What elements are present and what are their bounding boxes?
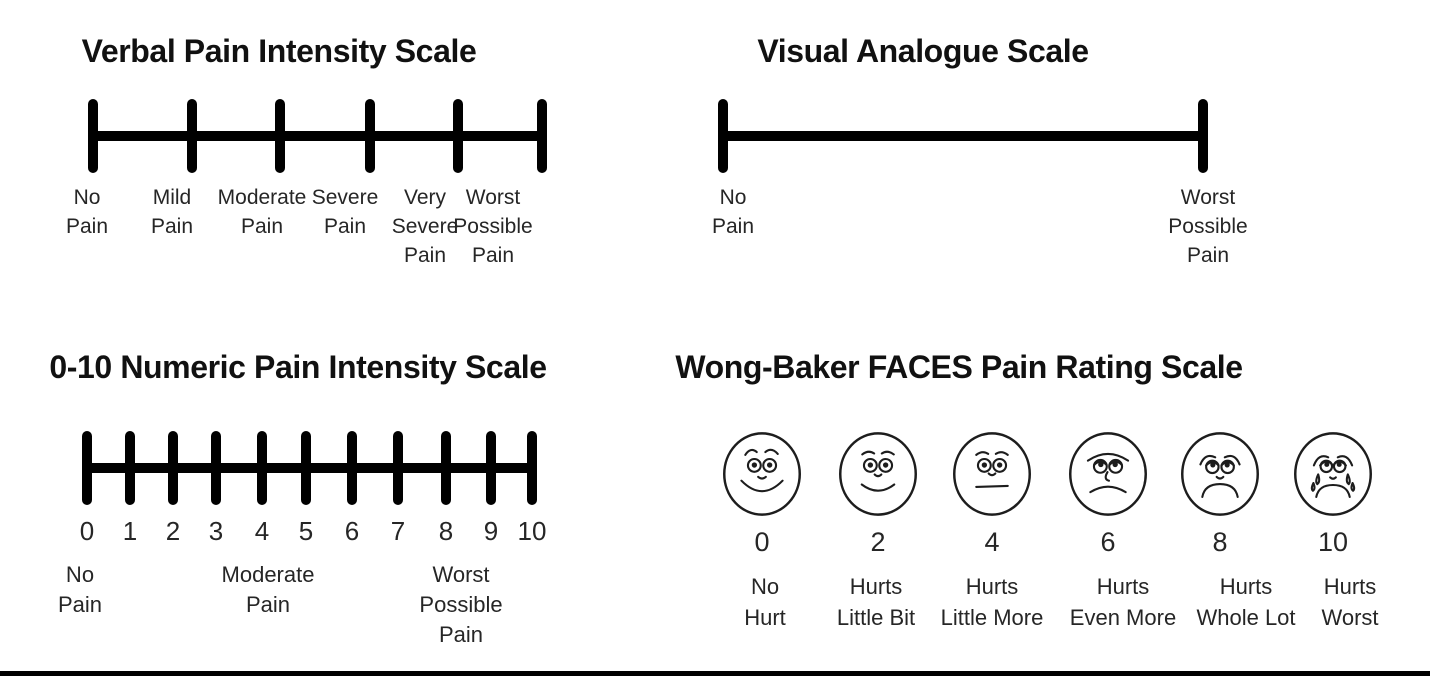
wong-value-2: 2 [870,527,886,557]
face-0-no-hurt-icon [719,428,805,520]
numeric-label-no-pain: No Pain [57,562,103,617]
wong-label-hurts-little-more: Hurts Little More [940,574,1044,630]
verbal-tick-5 [453,99,463,173]
numeric-scale-title: 0-10 Numeric Pain Intensity Scale [49,349,547,385]
face-6-hurts-even-more-icon [1065,428,1151,520]
verbal-label-moderate-pain: Moderate Pain [217,186,307,238]
verbal-tick-6 [537,99,547,173]
wong-label-no-hurt: No Hurt [744,574,786,630]
wong-value-6: 6 [1100,527,1116,557]
vas-tick-right [1198,99,1208,173]
wong-baker-title: Wong-Baker FACES Pain Rating Scale [675,349,1243,385]
vas-label-worst-possible-pain: Worst Possible Pain [1168,186,1248,267]
verbal-scale-title: Verbal Pain Intensity Scale [81,33,477,69]
vas-label-no-pain: No Pain [711,186,755,238]
face-10-hurts-worst-icon [1290,428,1376,520]
wong-label-hurts-little-bit: Hurts Little Bit [836,574,916,630]
verbal-label-very-severe-pain: Very Severe Pain [391,186,459,267]
verbal-label-severe-pain: Severe Pain [311,186,379,238]
numeric-tick-7 [393,431,403,505]
numeric-tick-8 [441,431,451,505]
numeric-label-worst-possible-pain: Worst Possible Pain [419,562,503,647]
face-4-hurts-little-more-icon [949,428,1035,520]
numeric-tick-9 [486,431,496,505]
verbal-tick-1 [88,99,98,173]
verbal-tick-3 [275,99,285,173]
numeric-value-6: 6 [344,516,360,546]
wong-label-hurts-even-more: Hurts Even More [1069,574,1177,630]
face-2-hurts-little-bit-icon [835,428,921,520]
numeric-tick-0 [82,431,92,505]
verbal-tick-4 [365,99,375,173]
wong-value-8: 8 [1212,527,1228,557]
numeric-value-7: 7 [390,516,406,546]
vas-tick-left [718,99,728,173]
numeric-value-1: 1 [122,516,138,546]
bottom-divider-line [0,671,1430,676]
numeric-value-0: 0 [79,516,95,546]
verbal-label-mild-pain: Mild Pain [150,186,194,238]
numeric-tick-3 [211,431,221,505]
face-8-hurts-whole-lot-icon [1177,428,1263,520]
numeric-label-moderate-pain: Moderate Pain [221,562,315,617]
numeric-value-3: 3 [208,516,224,546]
verbal-tick-2 [187,99,197,173]
numeric-value-5: 5 [298,516,314,546]
numeric-tick-10 [527,431,537,505]
verbal-label-worst-possible-pain: Worst Possible Pain [453,186,533,267]
numeric-tick-4 [257,431,267,505]
verbal-label-no-pain: No Pain [65,186,109,238]
numeric-value-8: 8 [438,516,454,546]
numeric-tick-2 [168,431,178,505]
numeric-tick-1 [125,431,135,505]
numeric-value-4: 4 [254,516,270,546]
wong-label-hurts-worst: Hurts Worst [1321,574,1379,630]
wong-value-10: 10 [1317,527,1349,557]
numeric-tick-5 [301,431,311,505]
vas-title: Visual Analogue Scale [757,33,1089,69]
numeric-value-9: 9 [483,516,499,546]
verbal-scale-line [93,131,542,141]
numeric-tick-6 [347,431,357,505]
wong-value-4: 4 [984,527,1000,557]
vas-line [723,131,1203,141]
wong-label-hurts-whole-lot: Hurts Whole Lot [1196,574,1296,630]
numeric-value-10: 10 [517,516,547,546]
wong-value-0: 0 [754,527,770,557]
numeric-value-2: 2 [165,516,181,546]
